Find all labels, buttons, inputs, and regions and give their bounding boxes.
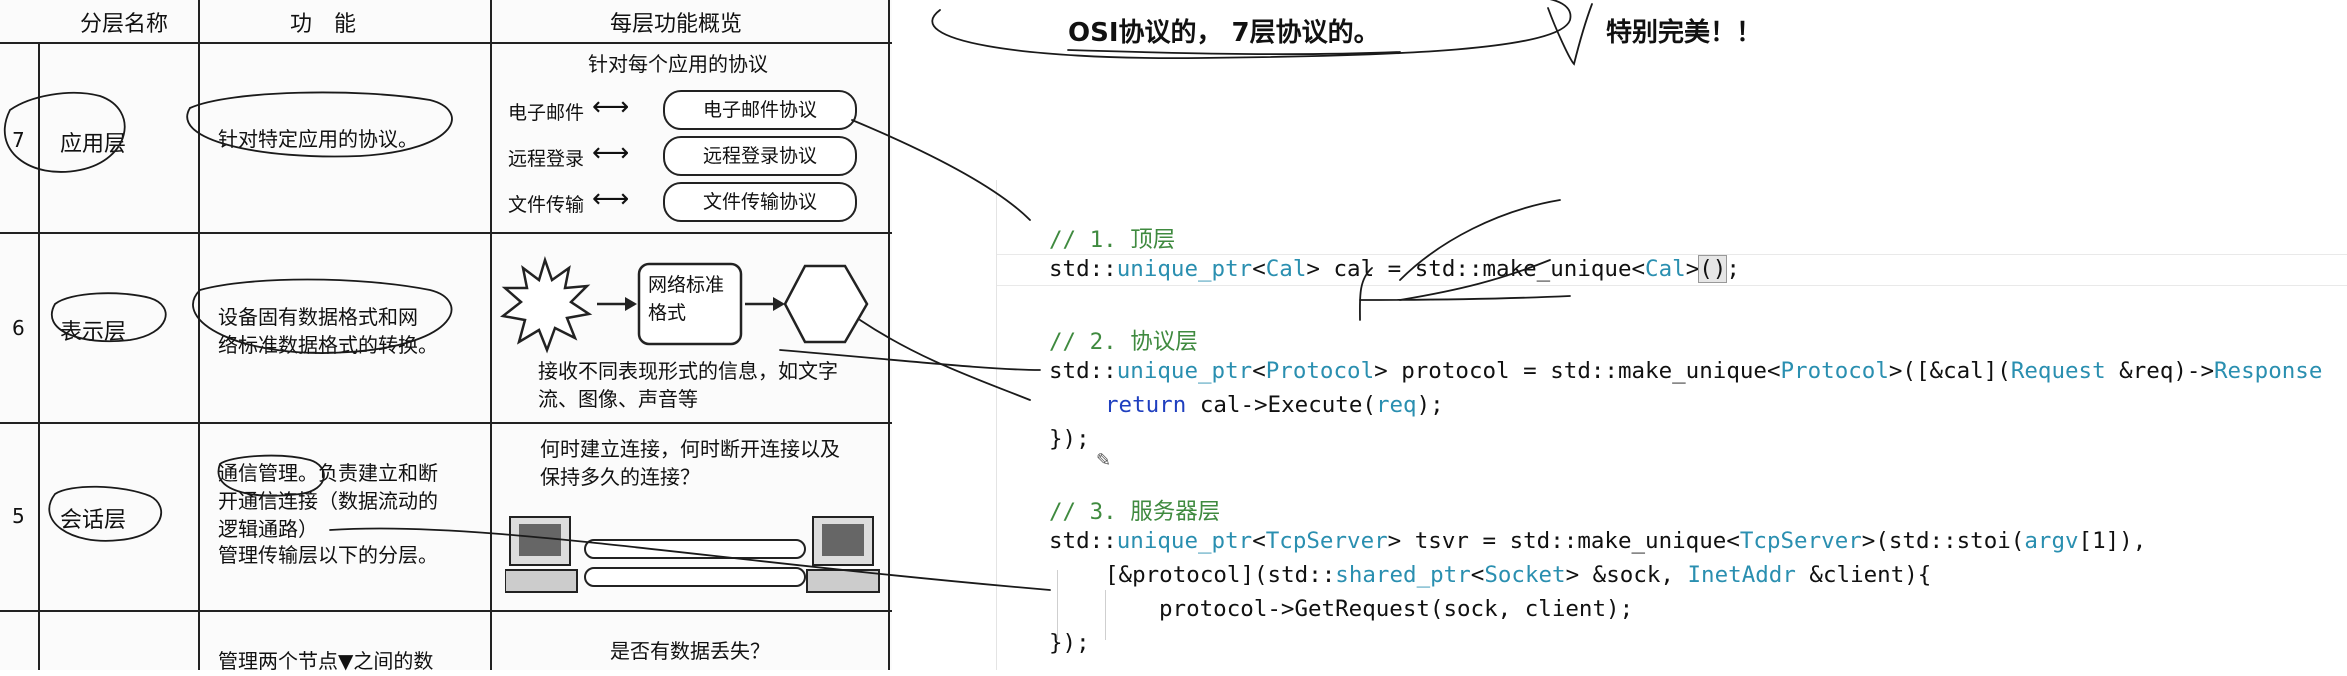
layer-number: 6 bbox=[12, 316, 25, 340]
overview-label: 远程登录 bbox=[508, 148, 585, 170]
pointer-line bbox=[859, 319, 1031, 401]
osi-note: OSI协议的， 7层协议的。 bbox=[1068, 18, 1380, 48]
double-arrow-icon: ⟷ bbox=[592, 92, 630, 122]
overview-description: 是否有数据丢失？ bbox=[610, 639, 770, 663]
header-overview: 每层功能概览 bbox=[610, 12, 743, 37]
code-comment: // 1. 顶层 bbox=[1049, 227, 1176, 253]
layer-function: 针对特定应用的协议。 bbox=[218, 127, 418, 151]
layer-name: 应用层 bbox=[60, 132, 127, 157]
layer-function: 管理两个节点▼之间的数 bbox=[218, 649, 434, 673]
pointer-line bbox=[779, 349, 1041, 371]
code-line[interactable]: std::unique_ptr<Protocol> protocol = std… bbox=[1049, 358, 2323, 384]
circle-stroke bbox=[931, 0, 1572, 60]
circle-stroke bbox=[48, 485, 162, 542]
arc-stroke bbox=[1359, 295, 1571, 301]
current-line-highlight bbox=[997, 254, 2347, 286]
overview-description: 保持多久的连接？ bbox=[540, 465, 700, 489]
pointer-line bbox=[851, 119, 1031, 221]
protocol-box: 文件传输协议 bbox=[663, 182, 857, 222]
table-line bbox=[0, 610, 892, 612]
starburst-icon bbox=[500, 255, 593, 354]
protocol-box: 远程登录协议 bbox=[663, 136, 857, 176]
table-line bbox=[490, 0, 492, 670]
circle-stroke bbox=[186, 91, 453, 158]
indent-guide bbox=[1105, 590, 1106, 640]
double-arrow-icon: ⟷ bbox=[592, 138, 630, 168]
overview-description: 接收不同表现形式的信息，如文字 bbox=[538, 359, 838, 383]
pencil-icon: ✎ bbox=[1096, 450, 1111, 471]
overview-label: 文件传输 bbox=[508, 194, 585, 216]
circle-stroke bbox=[217, 454, 325, 497]
layer-function: 通信管理。负责建立和断 bbox=[218, 461, 438, 485]
layer-number: 5 bbox=[12, 504, 25, 528]
overview-label: 电子邮件 bbox=[508, 102, 585, 124]
osi-layer-table: 分层名称 功 能 每层功能概览 7 应用层 针对特定应用的协议。 针对每个应用的… bbox=[0, 0, 892, 673]
presentation-diagram bbox=[500, 255, 869, 354]
code-editor[interactable]: // 1. 顶层 std::unique_ptr<Cal> cal = std:… bbox=[996, 180, 2347, 670]
overview-description: 何时建立连接，何时断开连接以及 bbox=[540, 437, 840, 461]
circle-stroke bbox=[50, 292, 167, 343]
code-comment: // 2. 协议层 bbox=[1049, 329, 1198, 355]
table-line bbox=[888, 0, 890, 670]
hexagon-icon bbox=[783, 264, 869, 344]
format-box-label: 网络标准 bbox=[648, 274, 725, 296]
table-line bbox=[0, 232, 892, 234]
arc-stroke bbox=[1359, 267, 1373, 321]
code-line[interactable]: std::unique_ptr<Cal> cal = std::make_uni… bbox=[1049, 255, 1740, 283]
double-arrow-icon: ⟷ bbox=[592, 184, 630, 214]
cursor-paren: () bbox=[1698, 255, 1728, 283]
layer-function: 管理传输层以下的分层。 bbox=[218, 543, 438, 567]
code-line[interactable]: std::unique_ptr<TcpServer> tsvr = std::m… bbox=[1049, 528, 2147, 554]
underline-stroke bbox=[1067, 49, 1401, 56]
tick-stroke bbox=[1547, 3, 1593, 66]
layer-number: 7 bbox=[12, 128, 25, 152]
header-function: 功 能 bbox=[290, 12, 357, 37]
layer-function: 开通信连接（数据流动的 bbox=[218, 489, 438, 513]
indent-guide bbox=[1057, 570, 1058, 640]
connection-pipe bbox=[584, 539, 806, 559]
table-line bbox=[0, 42, 892, 44]
overview-title: 针对每个应用的协议 bbox=[588, 52, 768, 76]
format-box-label: 格式 bbox=[648, 302, 687, 324]
header-layer-name: 分层名称 bbox=[80, 12, 169, 37]
code-line[interactable]: }); bbox=[1049, 630, 1090, 656]
code-line[interactable]: [&protocol](std::shared_ptr<Socket> &soc… bbox=[1105, 562, 1932, 588]
code-comment: // 3. 服务器层 bbox=[1049, 499, 1221, 525]
table-line bbox=[38, 42, 40, 670]
overview-description: 流、图像、声音等 bbox=[538, 387, 698, 411]
circle-stroke bbox=[3, 91, 126, 173]
arc-stroke bbox=[1399, 199, 1561, 281]
code-line[interactable]: }); bbox=[1049, 426, 1090, 452]
perfect-note: 特别完美！！ bbox=[1606, 18, 1763, 48]
protocol-box: 电子邮件协议 bbox=[663, 90, 857, 130]
layer-function: 设备固有数据格式和网 bbox=[218, 305, 418, 329]
code-line[interactable]: protocol->GetRequest(sock, client); bbox=[1159, 596, 1634, 622]
underline-stroke bbox=[1399, 259, 1551, 301]
network-format-box bbox=[637, 262, 743, 346]
table-line bbox=[0, 422, 892, 424]
table-line bbox=[198, 0, 200, 670]
pointer-line bbox=[329, 527, 1051, 591]
layer-function: 逻辑通路） bbox=[218, 517, 318, 541]
layer-name: 会话层 bbox=[60, 508, 127, 533]
connection-pipe bbox=[584, 567, 806, 587]
session-diagram bbox=[505, 516, 880, 593]
circle-stroke bbox=[192, 278, 453, 354]
code-line[interactable]: return cal->Execute(req); bbox=[1105, 392, 1444, 418]
